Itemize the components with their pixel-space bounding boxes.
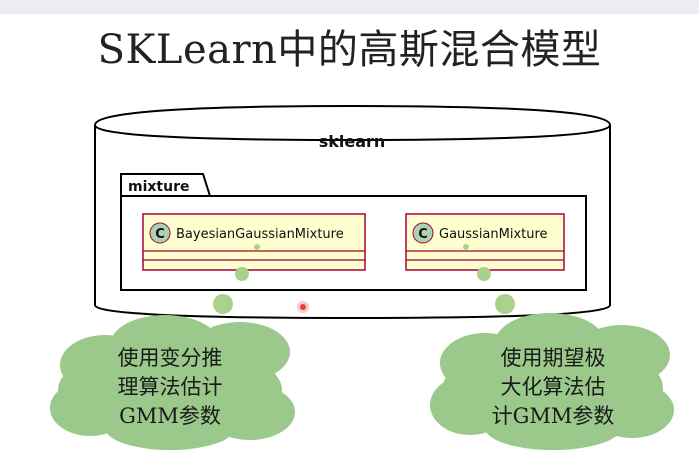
- class-stereotype-circle: [412, 222, 434, 244]
- top-bar: [0, 0, 699, 14]
- note-line: 使用变分推: [118, 346, 223, 370]
- class-bayesian-gaussian-mixture[interactable]: C BayesianGaussianMixture: [142, 213, 366, 271]
- class-box: [405, 213, 565, 271]
- lollipop-dot: [235, 267, 249, 281]
- class-stereotype-circle: [149, 222, 171, 244]
- class-box: [142, 213, 366, 271]
- lollipop-dot: [495, 294, 515, 314]
- lollipop-dot: [477, 267, 491, 281]
- slide-title: SKLearn中的高斯混合模型: [97, 27, 602, 73]
- note-line: GMM参数: [119, 404, 221, 428]
- laser-pointer: [297, 301, 309, 313]
- cloud-shape: [50, 315, 295, 450]
- note-cloud-left: 使用变分推 理算法估计 GMM参数: [50, 315, 295, 450]
- lollipop-dot: [213, 294, 233, 314]
- class-name: BayesianGaussianMixture: [176, 227, 344, 242]
- class-stereotype-letter: C: [418, 227, 428, 242]
- class-anchor-dot: [254, 244, 260, 250]
- class-gaussian-mixture[interactable]: C GaussianMixture: [405, 213, 565, 271]
- class-name: GaussianMixture: [439, 227, 548, 242]
- class-stereotype-letter: C: [155, 227, 165, 242]
- class-anchor-dot: [463, 244, 469, 250]
- subpackage-label: mixture: [128, 179, 189, 195]
- cloud-shape: [430, 313, 674, 450]
- package-label: sklearn: [319, 132, 386, 151]
- note-line: 理算法估计: [118, 375, 223, 399]
- note-line: 计GMM参数: [492, 404, 615, 428]
- note-line: 使用期望极: [501, 346, 606, 370]
- note-cloud-right: 使用期望极 大化算法估 计GMM参数: [430, 313, 674, 450]
- note-line: 大化算法估: [501, 375, 606, 399]
- package-cylinder-rim: [94, 124, 611, 142]
